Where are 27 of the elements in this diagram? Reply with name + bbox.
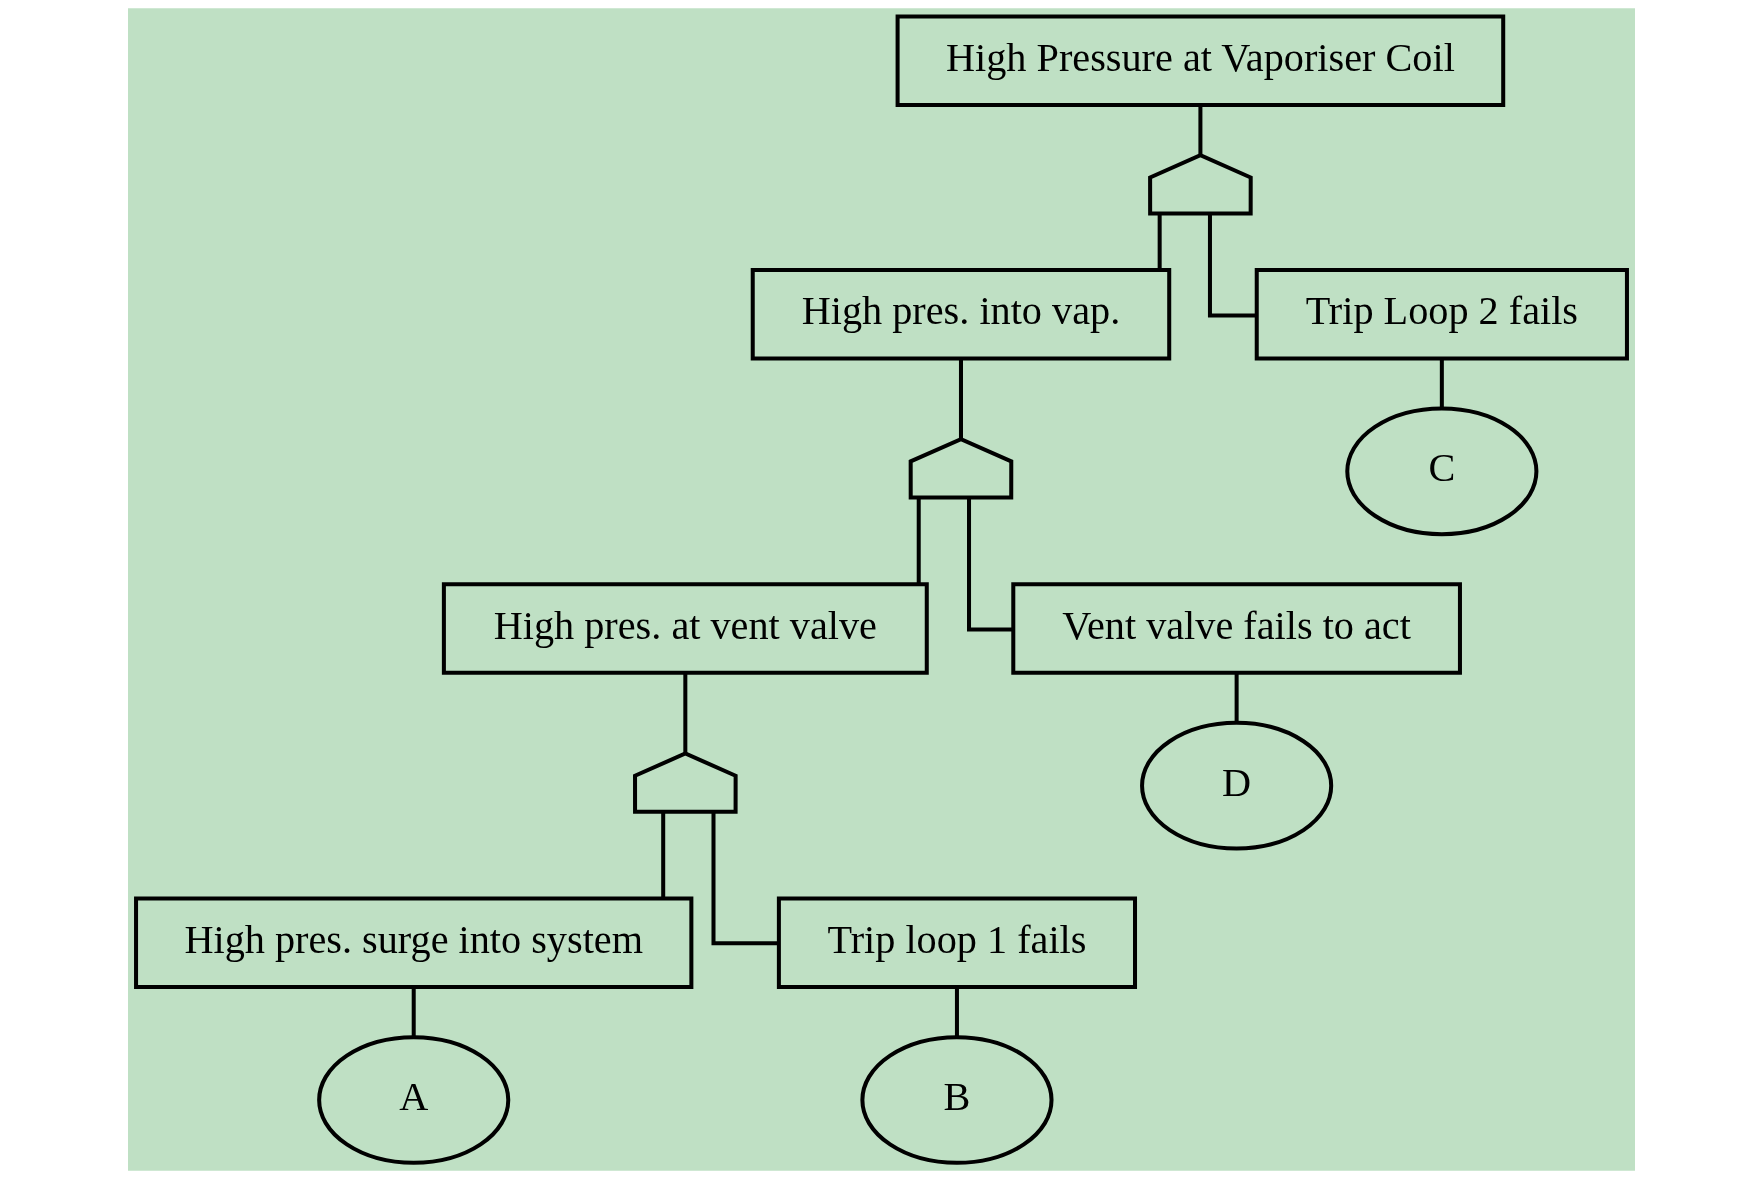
node-box: Trip Loop 2 fails — [1254, 267, 1629, 361]
node-gate — [632, 751, 738, 814]
connector — [682, 673, 687, 753]
connector — [958, 358, 963, 439]
connector — [1207, 214, 1256, 318]
node-gate — [908, 436, 1013, 500]
connector — [1157, 213, 1162, 270]
node-ellipse: C — [1344, 406, 1538, 537]
node-gate — [1147, 153, 1253, 216]
connector — [411, 987, 416, 1038]
connector — [1234, 673, 1239, 723]
node-box: High Pressure at Vaporiser Coil — [895, 14, 1505, 107]
connector — [660, 812, 665, 899]
node-box: High pres. surge into system — [133, 896, 693, 990]
node-ellipse: D — [1139, 720, 1333, 851]
node-ellipse: A — [316, 1035, 510, 1165]
connector — [954, 987, 959, 1038]
connector — [1439, 358, 1444, 409]
node-box: High pres. at vent valve — [441, 582, 929, 675]
connector — [1197, 105, 1202, 155]
node-box: High pres. into vap. — [750, 267, 1171, 361]
node-ellipse: B — [859, 1035, 1054, 1165]
connector — [916, 498, 921, 584]
connector — [966, 497, 1013, 632]
connector — [711, 812, 779, 946]
node-box: Vent valve fails to act — [1010, 582, 1462, 675]
node-box: Trip loop 1 fails — [776, 896, 1137, 990]
